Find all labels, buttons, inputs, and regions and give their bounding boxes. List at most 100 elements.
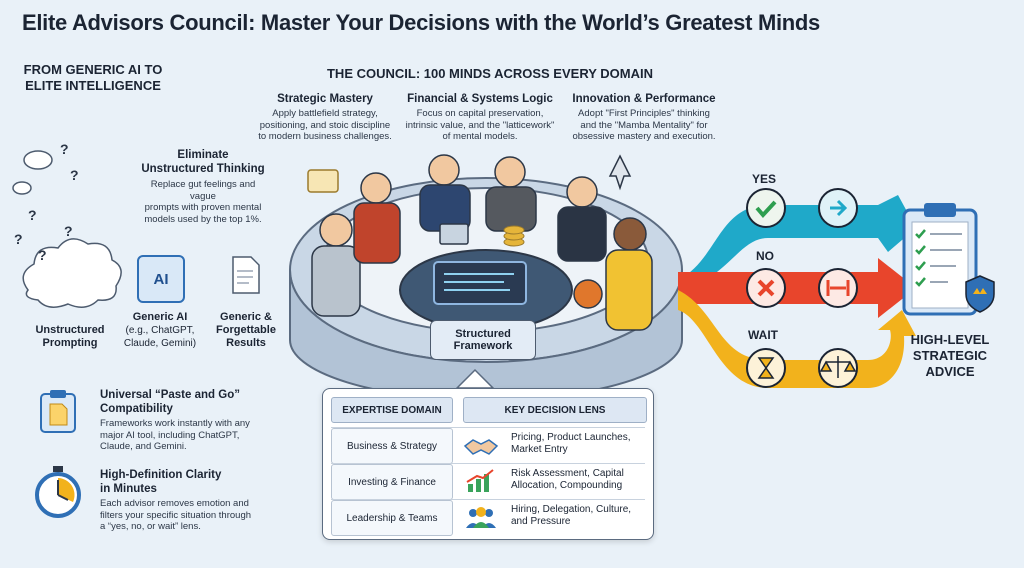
generic-results-line1: Generic & (220, 311, 272, 323)
clipboard-icon (40, 390, 76, 433)
advice-line2: STRATEGIC (912, 348, 988, 363)
unstructured-line2: Prompting (42, 337, 98, 349)
svg-text:?: ? (64, 223, 73, 239)
stopwatch-icon (35, 466, 81, 518)
svg-text:?: ? (60, 141, 69, 157)
calculator-icon (439, 223, 469, 245)
rocket-icon (608, 154, 632, 191)
wait-label: WAIT (748, 328, 778, 342)
paste-title-line1: Universal “Paste and Go” (100, 389, 240, 401)
lens-line1: Risk Assessment, Capital (511, 468, 624, 479)
paste-desc-line2: major AI tool, including ChatGPT, (100, 429, 240, 441)
paste-title-line2: Compatibility (100, 403, 173, 415)
clarity-desc-line3: a “yes, no, or wait” lens. (100, 521, 201, 532)
no-label: NO (756, 249, 774, 263)
ai-chip-icon: AI (137, 255, 185, 303)
column-innovation-d1: Adopt "First Principles" thinking (578, 108, 710, 119)
clarity-desc-line2: filters your specific situation through (100, 509, 252, 521)
lens-line2: Market Entry (511, 444, 568, 455)
framework-line2: Framework (453, 340, 513, 352)
coins-icon (503, 225, 525, 247)
advice-line1: HIGH-LEVEL (910, 332, 990, 347)
left-header-line2: ELITE INTELLIGENCE (25, 78, 161, 93)
thought-cloud-icon: ??? ??? (12, 141, 122, 308)
svg-text:?: ? (28, 207, 37, 223)
eliminate-title-line1: Eliminate (177, 149, 229, 161)
paste-block: Universal “Paste and Go” Compatibility F… (100, 388, 270, 453)
lens-line1: Hiring, Delegation, Culture, (511, 504, 632, 515)
eliminate-block: Eliminate Unstructured Thinking Replace … (138, 148, 268, 225)
unstructured-line1: Unstructured (35, 324, 105, 336)
table-row: Investing & Finance Risk Assessment, Cap… (331, 463, 645, 500)
column-innovation: Innovation & Performance Adopt "First Pr… (565, 92, 723, 143)
page-title: Elite Advisors Council: Master Your Deci… (22, 10, 820, 35)
team-icon (466, 507, 496, 528)
table-cell-lens: Hiring, Delegation, Culture, and Pressur… (511, 504, 645, 528)
unstructured-label: Unstructured Prompting (24, 324, 116, 350)
check-icon (755, 200, 777, 219)
column-financial-title: Financial & Systems Logic (407, 93, 553, 105)
table-cell-lens: Pricing, Product Launches, Market Entry (511, 432, 645, 456)
decision-flow (678, 188, 916, 388)
ai-chip-text: AI (153, 270, 169, 288)
column-financial: Financial & Systems Logic Focus on capit… (400, 92, 560, 143)
advice-line3: ADVICE (925, 364, 975, 379)
decision-table: EXPERTISE DOMAIN KEY DECISION LENS Busin… (322, 388, 654, 540)
left-header: FROM GENERIC AI TO ELITE INTELLIGENCE (18, 62, 168, 94)
column-innovation-title: Innovation & Performance (572, 93, 716, 105)
table-cell-domain: Business & Strategy (331, 428, 453, 464)
clarity-block: High-Definition Clarity in Minutes Each … (100, 468, 278, 533)
table-cell-lens: Risk Assessment, Capital Allocation, Com… (511, 468, 645, 492)
hourglass-icon (757, 357, 775, 379)
lens-line2: and Pressure (511, 516, 571, 527)
generic-results-line2: Forgettable (216, 324, 276, 336)
council-table-illustration (289, 154, 683, 390)
clarity-desc-line1: Each advisor removes emotion and (100, 498, 249, 509)
generic-results-line3: Results (226, 337, 266, 349)
stop-icon (826, 280, 850, 296)
lens-line1: Pricing, Product Launches, (511, 432, 631, 443)
eliminate-desc-line1: Replace gut feelings and vague (150, 179, 256, 202)
advice-clipboard-icon (902, 203, 995, 316)
column-strategic-d2: positioning, and stoic discipline (259, 119, 391, 131)
column-innovation-d2: and the "Mamba Mentality" for (580, 119, 708, 131)
framework-line1: Structured (455, 328, 511, 340)
table-header-lens: KEY DECISION LENS (463, 397, 647, 423)
column-strategic: Strategic Mastery Apply battlefield stra… (255, 92, 395, 143)
column-financial-d1: Focus on capital preservation, (416, 108, 544, 119)
svg-text:?: ? (14, 231, 23, 247)
generic-ai-label: Generic AI (e.g., ChatGPT, Claude, Gemin… (118, 311, 202, 350)
table-row: Business & Strategy Pricing, Product Lau… (331, 427, 645, 464)
clarity-title-line1: High-Definition Clarity (100, 469, 222, 481)
structured-framework-badge: Structured Framework (430, 320, 536, 360)
arrow-right-icon (830, 199, 848, 217)
paste-desc-line1: Frameworks work instantly with any (100, 418, 250, 429)
document-icon (232, 256, 260, 294)
table-cell-domain: Leadership & Teams (331, 500, 453, 536)
scale-icon (819, 356, 857, 378)
advisor-figures (311, 154, 653, 331)
table-cell-domain: Investing & Finance (331, 464, 453, 500)
table-row: Leadership & Teams Hiring, Delegation, C… (331, 499, 645, 536)
column-strategic-title: Strategic Mastery (277, 93, 373, 105)
pointer-triangle (455, 368, 495, 389)
eliminate-title-line2: Unstructured Thinking (141, 163, 265, 175)
yes-label: YES (752, 172, 777, 186)
handshake-icon (463, 439, 499, 455)
eliminate-desc-line3: models used by the top 1%. (144, 213, 262, 225)
left-header-line1: FROM GENERIC AI TO (23, 62, 163, 77)
clarity-title-line2: in Minutes (100, 483, 157, 495)
paste-desc-line3: Claude, and Gemini. (100, 441, 187, 452)
column-innovation-d3: obsessive mastery and execution. (572, 131, 716, 142)
column-strategic-d3: to modern business challenges. (258, 131, 392, 142)
advice-label: HIGH-LEVEL STRATEGIC ADVICE (898, 332, 1002, 380)
column-financial-d2: intrinsic value, and the "latticework" (405, 119, 555, 131)
growth-chart-icon (466, 469, 494, 492)
svg-text:?: ? (70, 167, 79, 183)
generic-ai-line1: Generic AI (132, 311, 188, 323)
eliminate-desc-line2: prompts with proven mental (144, 202, 262, 213)
column-financial-d3: of mental models. (442, 131, 518, 142)
svg-text:?: ? (38, 247, 47, 263)
yes-arrow (678, 195, 916, 290)
table-header-domain: EXPERTISE DOMAIN (331, 397, 453, 423)
